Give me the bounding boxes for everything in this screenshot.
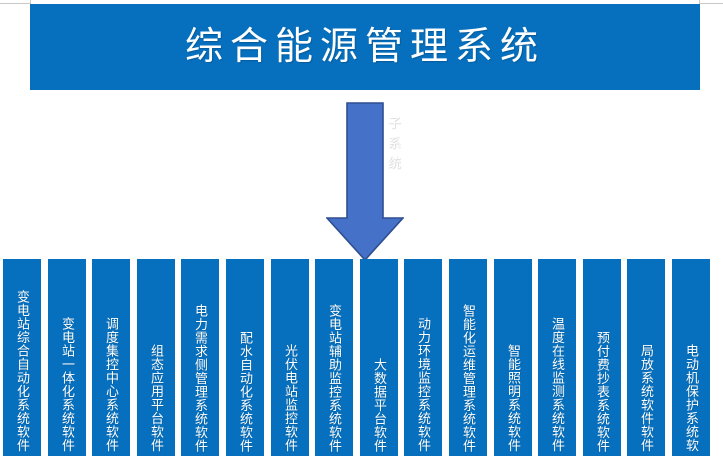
page-guide-line bbox=[700, 3, 723, 4]
subsystem-box[interactable]: 光伏电站监控软件 bbox=[271, 259, 309, 456]
subsystem-box[interactable]: 智能照明系统软件 bbox=[494, 259, 532, 456]
subsystem-box-label: 智能化运维管理系统软件 bbox=[461, 303, 476, 453]
subsystem-box-label: 局放系统软件软件 bbox=[639, 344, 654, 452]
subsystem-box[interactable]: 电力需求侧管理系统软件 bbox=[181, 259, 219, 456]
down-arrow-icon bbox=[326, 102, 404, 262]
subsystem-box[interactable]: 局放系统软件软件 bbox=[627, 259, 665, 456]
subsystem-box[interactable]: 变电站一体化系统软件 bbox=[48, 259, 86, 456]
diagram-title-banner: 综合能源管理系统 bbox=[30, 4, 700, 90]
subsystem-box-label: 电动机保护系统软 bbox=[684, 344, 699, 452]
subsystem-box-label: 变电站一体化系统软件 bbox=[60, 317, 75, 452]
subsystem-box-label: 动力环境监控系统软件 bbox=[416, 317, 431, 452]
subsystem-box[interactable]: 配水自动化系统软件 bbox=[226, 259, 264, 456]
page-title: 综合能源管理系统 bbox=[184, 26, 545, 68]
subsystem-box-label: 电力需求侧管理系统软件 bbox=[193, 303, 208, 453]
subsystem-box-label: 变电站辅助监控系统软件 bbox=[327, 303, 342, 453]
subsystem-box[interactable]: 电动机保护系统软 bbox=[672, 259, 710, 456]
subsystem-connector-arrow: 子系统 bbox=[326, 102, 404, 262]
subsystem-box-label: 预付费抄表系统软件 bbox=[595, 330, 610, 453]
page-guide-line bbox=[0, 3, 30, 4]
subsystem-box[interactable]: 温度在线监测系统软件 bbox=[538, 259, 576, 456]
subsystem-box[interactable]: 调度集控中心系统软件 bbox=[92, 259, 130, 456]
subsystem-box[interactable]: 组态应用平台软件 bbox=[137, 259, 175, 456]
subsystem-box-label: 组态应用平台软件 bbox=[149, 344, 164, 452]
subsystem-box[interactable]: 变电站综合自动化系统软件 bbox=[3, 259, 41, 456]
subsystem-box[interactable]: 动力环境监控系统软件 bbox=[404, 259, 442, 456]
subsystem-box-label: 配水自动化系统软件 bbox=[238, 330, 253, 453]
subsystem-box-label: 温度在线监测系统软件 bbox=[550, 317, 565, 452]
subsystem-boxes-row: 变电站综合自动化系统软件 变电站一体化系统软件 调度集控中心系统软件 组态应用平台软件… bbox=[3, 259, 720, 456]
subsystem-box[interactable]: 变电站辅助监控系统软件 bbox=[315, 259, 353, 456]
subsystem-box[interactable]: 智能化运维管理系统软件 bbox=[449, 259, 487, 456]
subsystem-box-label: 智能照明系统软件 bbox=[506, 344, 521, 452]
subsystem-box[interactable]: 大数据平台软件 bbox=[360, 259, 398, 456]
subsystem-box[interactable]: 预付费抄表系统软件 bbox=[583, 259, 621, 456]
subsystem-box-label: 大数据平台软件 bbox=[372, 357, 387, 453]
subsystem-box-label: 变电站综合自动化系统软件 bbox=[15, 290, 30, 452]
subsystem-box-label: 光伏电站监控软件 bbox=[283, 344, 298, 452]
subsystem-box-label: 调度集控中心系统软件 bbox=[104, 317, 119, 452]
